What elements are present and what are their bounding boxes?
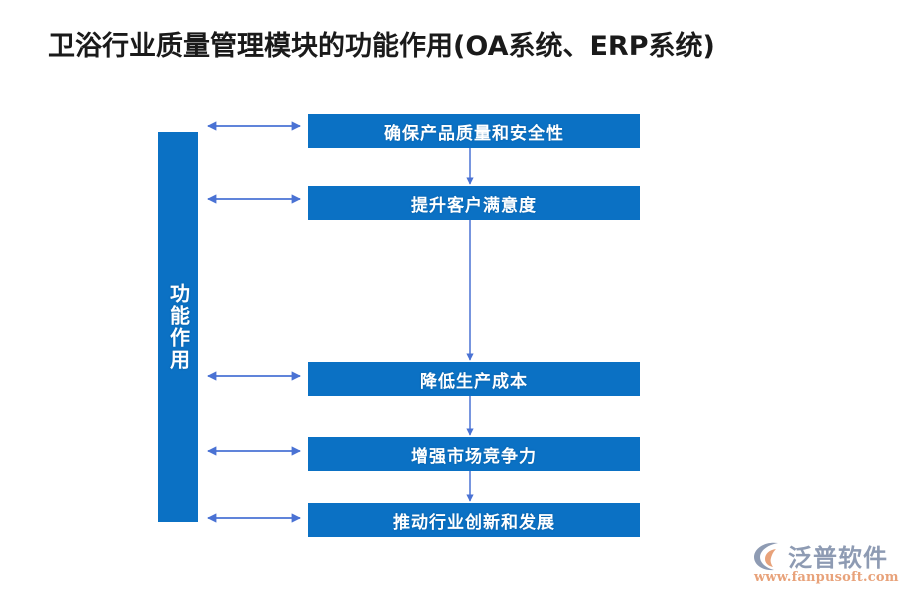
- node-box-5[interactable]: 推动行业创新和发展: [308, 503, 640, 537]
- page-title: 卫浴行业质量管理模块的功能作用(OA系统、ERP系统): [48, 31, 715, 62]
- node-box-3[interactable]: 降低生产成本: [308, 362, 640, 396]
- node-label-1: 确保产品质量和安全性: [384, 123, 564, 144]
- fanpu-swoosh-logo-icon: [754, 542, 778, 571]
- watermark-url: www.fanpusoft.com: [754, 570, 899, 585]
- node-box-1[interactable]: 确保产品质量和安全性: [308, 114, 640, 148]
- node-label-4: 增强市场竞争力: [411, 446, 537, 467]
- node-label-5: 推动行业创新和发展: [393, 512, 555, 533]
- watermark-brand: 泛普软件: [788, 544, 888, 572]
- node-label-3: 降低生产成本: [420, 371, 528, 392]
- root-node-bar[interactable]: 功能作用: [158, 132, 198, 522]
- node-box-2[interactable]: 提升客户满意度: [308, 186, 640, 220]
- node-box-4[interactable]: 增强市场竞争力: [308, 437, 640, 471]
- watermark: 泛普软件 www.fanpusoft.com: [752, 538, 898, 592]
- node-label-2: 提升客户满意度: [411, 195, 537, 216]
- root-node-label: 功能作用: [166, 283, 191, 371]
